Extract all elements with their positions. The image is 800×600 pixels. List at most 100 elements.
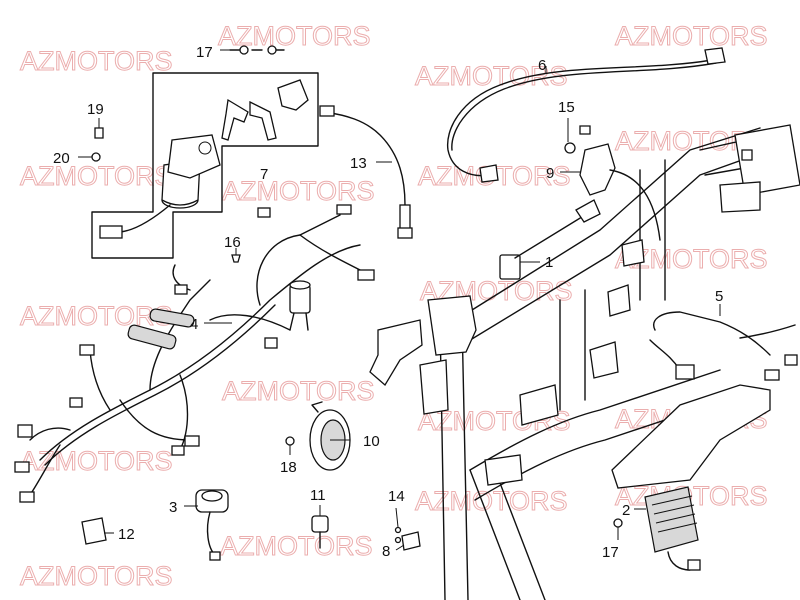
main-wiring-harness xyxy=(14,204,375,503)
lock-connector xyxy=(99,225,123,239)
cable-line-2 xyxy=(451,62,717,151)
bolt-16-icon xyxy=(231,254,241,263)
key-slot xyxy=(198,141,212,155)
callout-12: 12 xyxy=(118,526,135,543)
screw-14-icon xyxy=(394,536,402,544)
callout-8: 8 xyxy=(382,543,390,560)
nut-15-icon xyxy=(579,125,591,135)
cable-terminal xyxy=(479,164,499,183)
harness-line xyxy=(653,311,771,356)
screw-set-top xyxy=(220,45,285,55)
plate-hole xyxy=(741,149,753,161)
regulator-fins xyxy=(651,495,698,533)
callout-10: 10 xyxy=(363,433,380,450)
watermark: AZMOTORS xyxy=(218,21,371,51)
harness-connector xyxy=(764,369,780,381)
callout-13: 13 xyxy=(350,155,367,172)
frame-tube xyxy=(639,159,666,301)
ht-lead-1 xyxy=(499,199,601,280)
leader-line xyxy=(395,544,405,551)
bolt-20-icon xyxy=(91,152,101,162)
callout-17-bottom: 17 xyxy=(602,544,619,561)
callout-17-top: 17 xyxy=(196,44,213,61)
harness-branch xyxy=(256,214,341,306)
watermark: AZMOTORS xyxy=(20,46,173,76)
lock-wire xyxy=(119,204,171,233)
cable-terminal xyxy=(704,47,726,65)
callout-20: 20 xyxy=(53,150,70,167)
frame-tube xyxy=(461,149,771,346)
bolt-18 xyxy=(285,436,295,455)
relay-12 xyxy=(81,517,114,545)
regulator-wire xyxy=(667,551,691,571)
callout-11: 11 xyxy=(310,487,326,504)
watermark: AZMOTORS xyxy=(20,561,173,591)
switch-wire xyxy=(206,511,216,556)
frame-tube xyxy=(474,399,726,501)
harness-connector xyxy=(79,344,95,356)
harness-connector xyxy=(264,337,278,349)
frame-tube xyxy=(439,127,761,331)
switch-plug xyxy=(209,551,221,561)
screw-head xyxy=(267,45,277,55)
callout-15: 15 xyxy=(558,99,575,116)
callout-7: 7 xyxy=(260,166,268,183)
switch-3 xyxy=(184,489,229,561)
floor-bracket xyxy=(607,284,631,317)
switch-cap xyxy=(201,490,223,502)
callout-labels: 17 6 19 15 20 13 7 9 16 1 5 4 10 18 11 1… xyxy=(53,44,723,561)
scooter-frame xyxy=(369,124,800,600)
seat-lock-bracket xyxy=(277,79,309,111)
harness-connector xyxy=(357,269,375,281)
frame-tube xyxy=(469,469,546,600)
switch-8-body xyxy=(401,531,421,551)
bolt-15 xyxy=(564,118,591,154)
cable-end xyxy=(319,105,335,117)
harness-connector xyxy=(171,445,185,456)
watermark: AZMOTORS xyxy=(220,531,373,561)
mount-bracket xyxy=(611,384,771,489)
harness-connector xyxy=(174,284,188,295)
floor-bracket xyxy=(519,384,559,426)
watermark: AZMOTORS xyxy=(20,301,173,331)
watermark: AZMOTORS xyxy=(415,61,568,91)
cable-line xyxy=(324,111,406,223)
harness-connector xyxy=(17,424,33,438)
regulator-plug xyxy=(687,559,701,571)
harness-trunk-2 xyxy=(44,304,276,466)
callout-16: 16 xyxy=(224,234,241,251)
cross-member xyxy=(719,181,761,213)
relay-wires xyxy=(289,312,309,331)
kit-outline xyxy=(91,72,319,259)
watermark: AZMOTORS xyxy=(222,176,375,206)
key-1 xyxy=(221,98,249,141)
frame-bracket xyxy=(369,319,423,386)
callout-18: 18 xyxy=(280,459,297,476)
floor-bracket xyxy=(621,239,645,267)
horn-bracket xyxy=(311,401,323,413)
bolt-17-icon xyxy=(613,518,623,528)
harness-connector xyxy=(14,461,30,473)
watermark: AZMOTORS xyxy=(222,376,375,406)
watermark: AZMOTORS xyxy=(20,161,173,191)
plug-cap xyxy=(575,199,601,223)
bolt-16 xyxy=(231,248,241,263)
callout-19: 19 xyxy=(87,101,104,118)
ht-wire xyxy=(514,211,591,259)
callout-14: 14 xyxy=(388,488,405,505)
cable-line xyxy=(446,59,713,177)
harness-connector xyxy=(336,204,352,215)
callout-5: 5 xyxy=(715,288,723,305)
bolt-19-icon xyxy=(94,127,104,139)
screw-head xyxy=(239,45,249,55)
cable-tip xyxy=(397,227,413,239)
harness-branch xyxy=(179,374,189,451)
harness-branch xyxy=(29,444,61,496)
cable-sleeve xyxy=(399,204,411,230)
relay-wire xyxy=(609,169,661,241)
callout-3: 3 xyxy=(169,499,177,516)
starter-relay-9 xyxy=(560,143,661,241)
frame-tube xyxy=(461,319,469,600)
